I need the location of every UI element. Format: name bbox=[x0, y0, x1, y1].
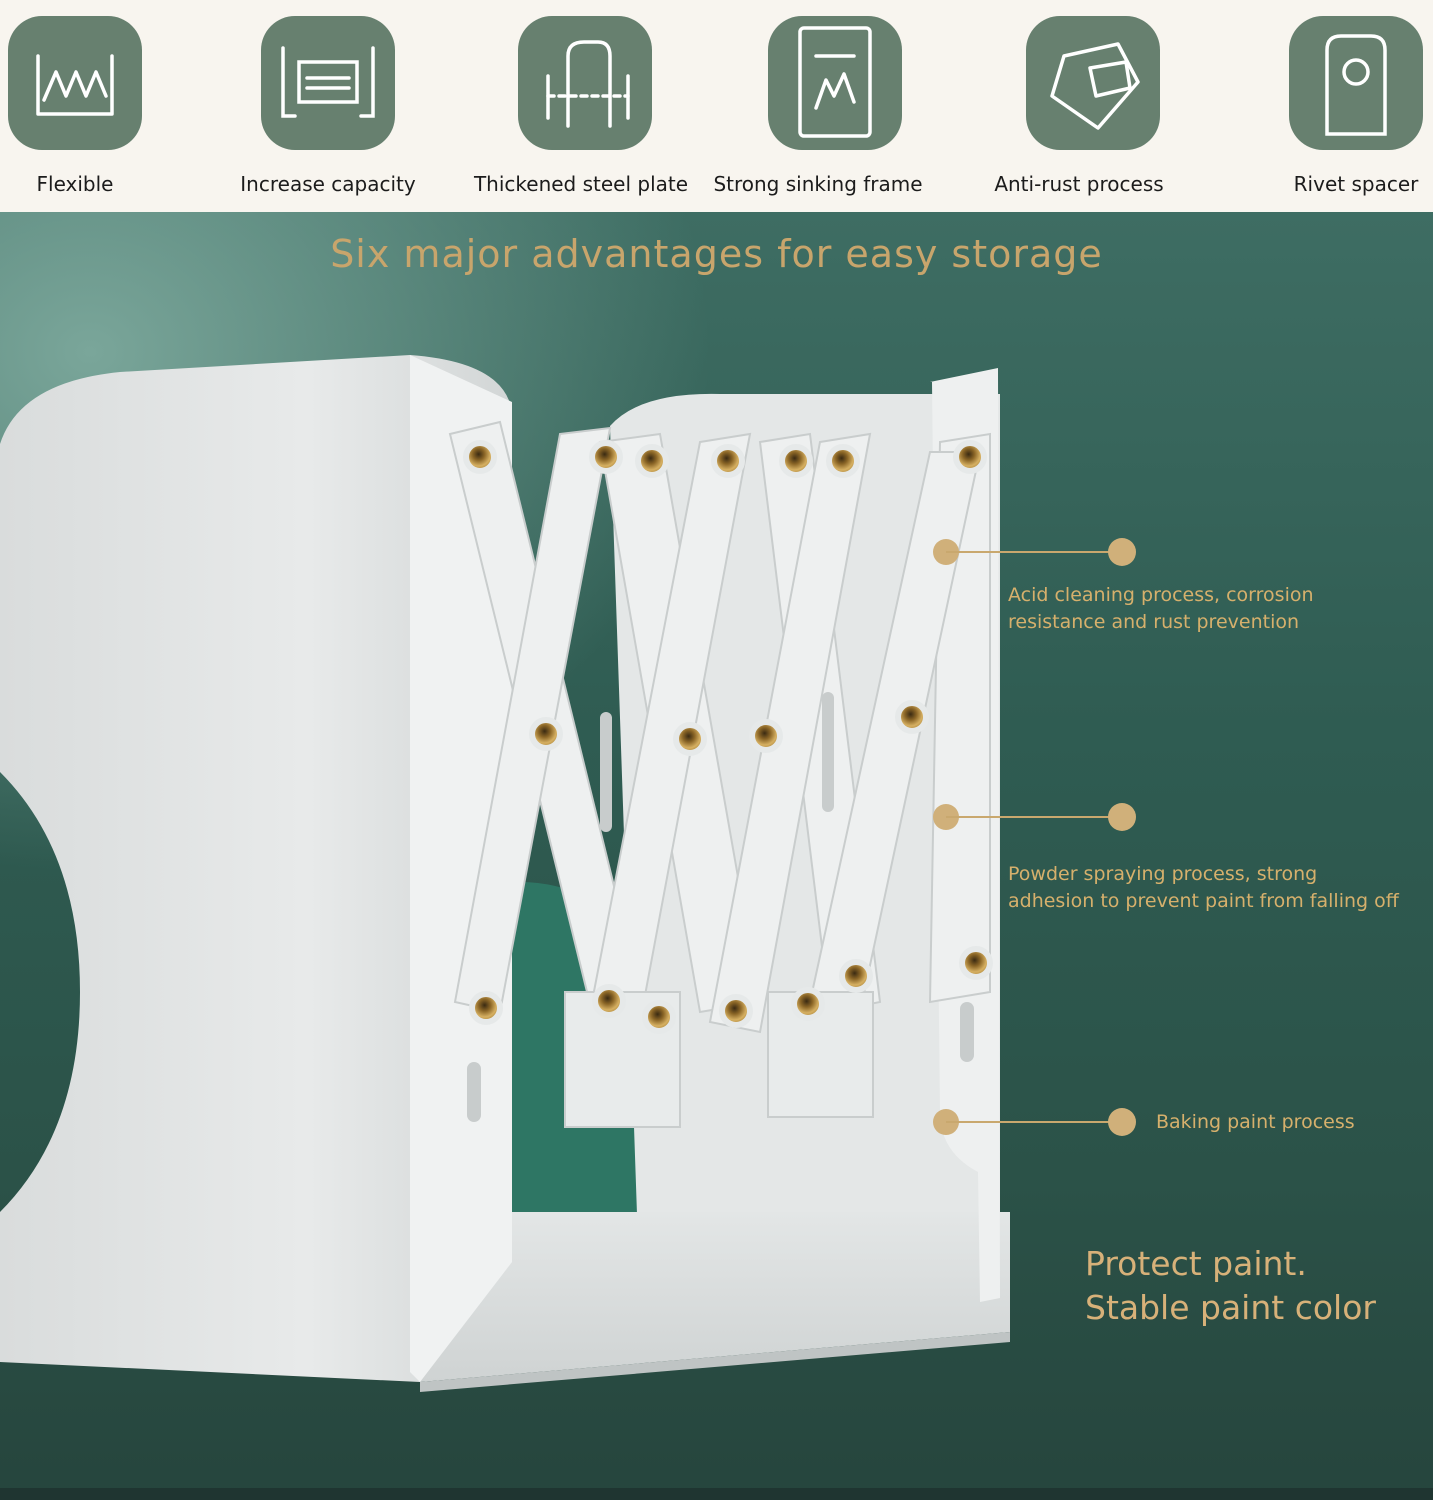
feature-label: Increase capacity bbox=[240, 172, 416, 196]
feature-label: Anti-rust process bbox=[994, 172, 1164, 196]
feature-anti-rust: Anti-rust process bbox=[959, 0, 1199, 212]
callout-line: Powder spraying process, strong bbox=[1008, 863, 1318, 885]
tagline-line-2: Stable paint color bbox=[1085, 1288, 1376, 1327]
callout-powder-spraying: Powder spraying process, strong adhesion… bbox=[1008, 861, 1399, 915]
feature-label: Strong sinking frame bbox=[713, 172, 923, 196]
feature-rivet-spacer: Rivet spacer bbox=[1236, 0, 1433, 212]
feature-label: Thickened steel plate bbox=[473, 172, 689, 196]
feature-capacity: Increase capacity bbox=[208, 0, 448, 212]
bottom-band bbox=[0, 1488, 1433, 1500]
tagline: Protect paint. Stable paint color bbox=[1085, 1242, 1376, 1330]
rivet-spacer-icon bbox=[1289, 16, 1423, 150]
callout-line: Acid cleaning process, corrosion bbox=[1008, 584, 1314, 606]
feature-steel-plate: Thickened steel plate bbox=[461, 0, 701, 212]
feature-strip: Flexible Increase capacity Thickened ste… bbox=[0, 0, 1433, 212]
feature-flexible: Flexible bbox=[0, 0, 195, 212]
anti-rust-shield-icon bbox=[1026, 16, 1160, 150]
callout-line: Baking paint process bbox=[1156, 1111, 1355, 1133]
steel-plate-icon bbox=[518, 16, 652, 150]
feature-label: Flexible bbox=[36, 172, 114, 196]
callout-line: resistance and rust prevention bbox=[1008, 611, 1300, 633]
product-hero: Six major advantages for easy storage bbox=[0, 212, 1433, 1500]
headline: Six major advantages for easy storage bbox=[330, 232, 1103, 276]
feature-sinking-frame: Strong sinking frame bbox=[698, 0, 938, 212]
feature-label: Rivet spacer bbox=[1293, 172, 1419, 196]
callout-markers bbox=[933, 538, 1136, 1136]
callout-line: adhesion to prevent paint from falling o… bbox=[1008, 890, 1399, 912]
callout-baking-paint: Baking paint process bbox=[1156, 1109, 1355, 1136]
capacity-lines-icon bbox=[261, 16, 395, 150]
sinking-frame-icon bbox=[768, 16, 902, 150]
bookend-illustration bbox=[0, 355, 1136, 1392]
flexible-zigzag-icon bbox=[8, 16, 142, 150]
tagline-line-1: Protect paint. bbox=[1085, 1244, 1307, 1283]
callout-acid-cleaning: Acid cleaning process, corrosion resista… bbox=[1008, 582, 1314, 636]
